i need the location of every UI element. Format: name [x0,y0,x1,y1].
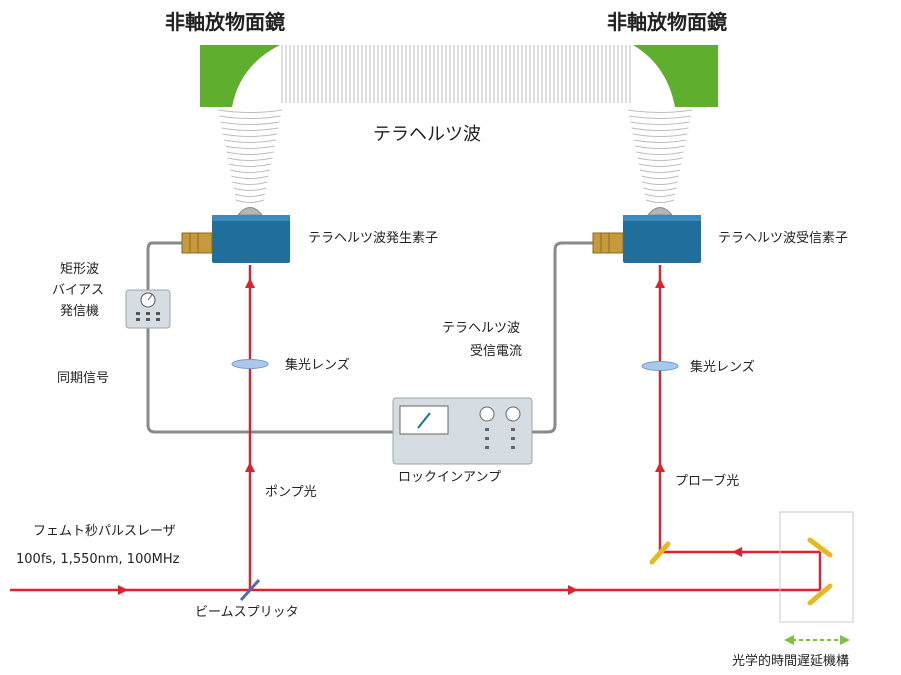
pump-label: ポンプ光 [265,485,317,500]
delay-stage-arrow [784,635,850,645]
sync-signal-label: 同期信号 [57,371,110,386]
bias-gen-line2: バイアス [52,283,105,298]
lens-left-icon [231,359,269,369]
probe-label: プローブ光 [675,474,740,489]
laser-label: フェムト秒パルスレーザ [33,524,176,539]
thz-emitter-device [181,207,290,263]
lens-right-label: 集光レンズ [690,360,755,375]
bias-gen-line3: 発信機 [60,304,100,319]
bias-gen-line1: 矩形波 [60,262,100,277]
thz-receiver-device [592,207,701,263]
laser-spec-label: 100fs, 1,550nm, 100MHz [16,552,180,567]
rx-current-line2: 受信電流 [470,344,523,359]
thz-wave-label: テラヘルツ波 [373,124,481,145]
parabolic-mirror-left [200,45,280,107]
mirror-label-left: 非軸放物面鏡 [165,10,285,34]
delay-stage-frame [779,511,854,623]
thz-wave-band [217,45,693,203]
emitter-label: テラヘルツ波発生素子 [308,231,439,246]
lockin-amplifier-device [392,397,533,465]
beam-splitter-glass [239,578,261,602]
lockin-label: ロックインアンプ [398,470,502,485]
lens-right-icon [641,361,679,371]
receiver-label: テラヘルツ波受信素子 [718,231,849,246]
beam-splitter-label: ビームスプリッタ [195,605,299,620]
bias-generator-device [125,289,171,329]
beam-arrows [118,278,742,595]
retro-mirrors [649,537,833,606]
mirror-label-right: 非軸放物面鏡 [607,10,727,34]
rx-current-line1: テラヘルツ波 [442,321,521,336]
parabolic-mirror-right [633,45,718,107]
signal-cables [146,241,596,434]
delay-label: 光学的時間遅延機構 [732,654,850,669]
lens-left-label: 集光レンズ [285,358,350,373]
laser-beams [10,265,822,592]
